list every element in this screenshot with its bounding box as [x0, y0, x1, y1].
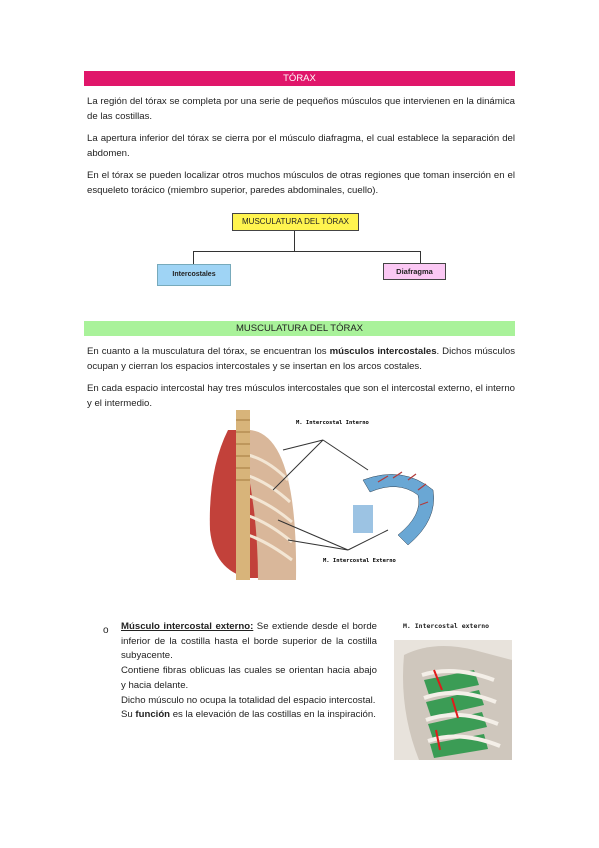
vertebra-detail — [353, 505, 373, 533]
spine — [236, 410, 250, 580]
muscle-bands — [424, 670, 488, 758]
diagram-connector — [420, 251, 421, 264]
paragraph-4: En cuanto a la musculatura del tórax, se… — [87, 344, 515, 374]
bullet-line-3: Dicho músculo no ocupa la totalidad del … — [121, 694, 376, 706]
thorax-anatomy-illustration: M. Intercostal Interno M. Intercostal Ex… — [209, 410, 434, 580]
diagram-connector — [193, 251, 420, 252]
paragraph-4-text: En cuanto a la musculatura del tórax, se… — [87, 346, 330, 357]
figure2-label: M. Intercostal externo — [403, 622, 490, 630]
label-internal: M. Intercostal Interno — [296, 420, 370, 426]
diagram-root-box: MUSCULATURA DEL TÓRAX — [232, 213, 359, 231]
diagram-right-box: Diafragma — [383, 263, 446, 280]
paragraph-3: En el tórax se pueden localizar otros mu… — [87, 170, 515, 196]
label-external: M. Intercostal Externo — [323, 558, 397, 564]
external-intercostal-illustration — [394, 640, 512, 760]
diagram-connector — [193, 251, 194, 264]
paragraph-4-bold: músculos intercostales — [329, 346, 437, 357]
paragraph-1: La región del tórax se completa por una … — [87, 96, 515, 122]
section-title-musculatura: MUSCULATURA DEL TÓRAX — [84, 321, 515, 336]
diagram-left-box: Intercostales — [157, 264, 231, 286]
section-title-torax: TÓRAX — [84, 71, 515, 86]
figure2-ribs — [421, 669, 501, 748]
diagram-connector — [294, 231, 295, 251]
paragraph-4-text-end: . Dichos músculos ocupan y cierran los e… — [87, 346, 515, 372]
bullet-line-4-end: es la elevación de las costillas en la i… — [170, 709, 376, 721]
bullet-marker: o — [103, 625, 109, 636]
bullet-function-bold: función — [135, 709, 171, 721]
intercostal-ring-detail — [362, 474, 434, 546]
pointer-arrows — [272, 439, 389, 551]
paragraph-2: La apertura inferior del tórax se cierra… — [87, 133, 515, 159]
paragraph-5: En cada espacio intercostal hay tres mús… — [87, 383, 515, 409]
bullet-heading: Músculo intercostal externo: — [121, 621, 254, 632]
bullet-line-1: Se extiende desde el borde inferior de l… — [121, 621, 377, 662]
bullet-line-4: Su — [121, 709, 136, 721]
direction-arrows — [433, 669, 459, 751]
bullet-line-2: Contiene fibras oblicuas las cuales se o… — [121, 665, 377, 691]
bullet-paragraph: Músculo intercostal externo: Se extiende… — [121, 620, 377, 723]
detail-fibers — [377, 471, 429, 506]
vertebrae — [236, 419, 250, 481]
